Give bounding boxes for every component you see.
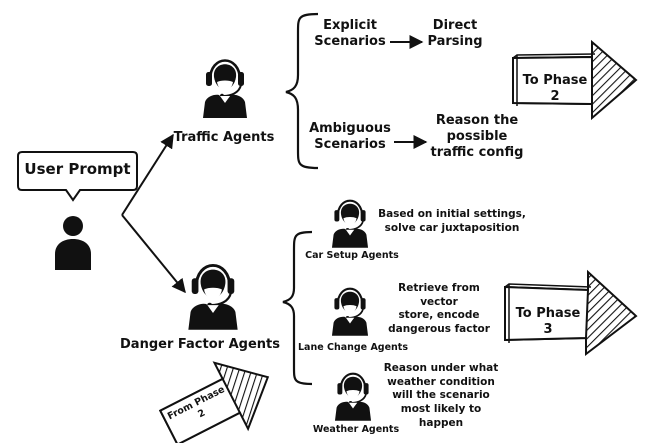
user-prompt-label: User Prompt [24, 160, 131, 178]
ambiguous-scenarios-label: Ambiguous Scenarios [309, 121, 391, 152]
user-prompt-bubble [17, 151, 138, 202]
user-to-traffic-connector [121, 133, 174, 216]
to-phase-3-label: To Phase 3 [515, 306, 581, 337]
to-phase-3-arrow [504, 269, 638, 357]
weather-desc: Reason under what weather condition will… [383, 362, 499, 429]
to-phase-2-label: To Phase 2 [522, 73, 588, 104]
explicit-scenarios-label: Explicit Scenarios [314, 18, 386, 49]
danger-curly-brace [282, 230, 313, 386]
traffic-curly-brace [285, 12, 319, 170]
user-silhouette-icon [55, 216, 91, 270]
car-setup-agent-icon [330, 199, 370, 249]
user-to-danger-connector [121, 214, 186, 294]
danger-factor-agent-icon [186, 263, 240, 332]
to-phase-2-arrow [512, 39, 638, 121]
direct-parsing-label: Direct Parsing [427, 18, 483, 49]
car-setup-desc: Based on initial settings, solve car jux… [378, 208, 526, 234]
reason-traffic-config-label: Reason the possible traffic config [430, 113, 524, 160]
car-setup-agents-label: Car Setup Agents [305, 250, 399, 261]
traffic-agent-icon [201, 59, 249, 120]
traffic-agents-label: Traffic Agents [173, 130, 275, 145]
lane-change-desc: Retrieve from vector store, encode dange… [388, 282, 490, 335]
lane-change-agent-icon [330, 287, 370, 337]
lane-change-agents-label: Lane Change Agents [298, 342, 408, 353]
danger-factor-agents-label: Danger Factor Agents [120, 337, 280, 352]
weather-agents-label: Weather Agents [312, 424, 400, 435]
from-phase-2-arrow [158, 361, 270, 443]
weather-agent-icon [333, 372, 373, 422]
